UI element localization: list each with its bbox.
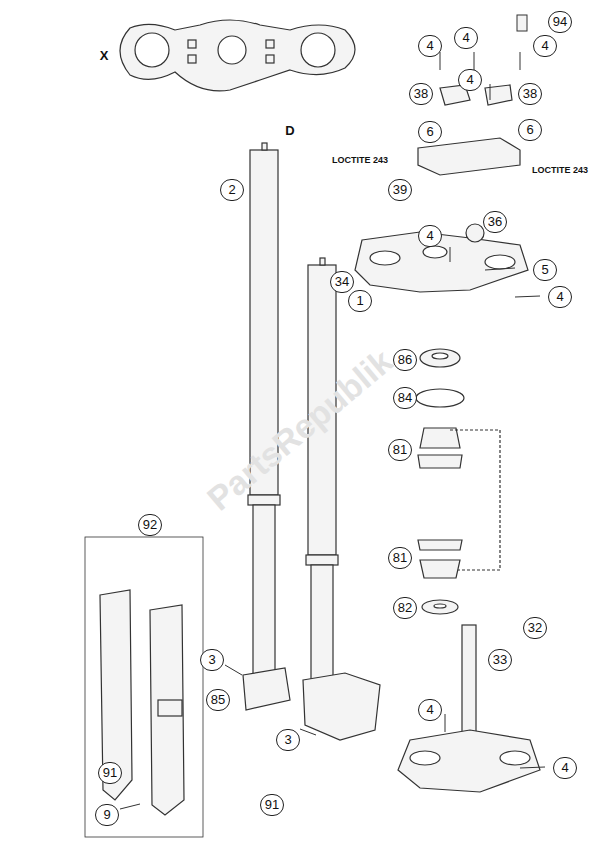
callout-number: 91 [98, 762, 122, 784]
annotation: X [98, 48, 111, 63]
callout-number: 94 [548, 11, 572, 33]
callout-number: 6 [518, 119, 542, 141]
callout-number: 4 [533, 35, 557, 57]
callout-number: 6 [418, 121, 442, 143]
callout-number: 82 [393, 597, 417, 619]
callout-number: 1 [348, 290, 372, 312]
callout-number: 4 [454, 27, 478, 49]
callout-number: 38 [518, 83, 542, 105]
callout-number: 92 [138, 514, 162, 536]
callout-number: 5 [533, 259, 557, 281]
callout-number: 32 [523, 617, 547, 639]
callout-number: 3 [200, 649, 224, 671]
callout-number: 3 [276, 729, 300, 751]
callout-number: 84 [393, 387, 417, 409]
callout-number: 85 [206, 689, 230, 711]
annotation: LOCTITE 243 [330, 155, 390, 165]
callout-number: 4 [553, 757, 577, 779]
callout-number: 33 [488, 649, 512, 671]
callout-number: 36 [483, 211, 507, 233]
callout-number: 39 [388, 179, 412, 201]
callout-number: 4 [458, 69, 482, 91]
callout-number: 9 [95, 804, 119, 826]
callout-number: 4 [418, 699, 442, 721]
callout-number: 4 [418, 225, 442, 247]
watermark: PartsRepublik [200, 342, 400, 519]
callout-number: 34 [330, 271, 354, 293]
callout-number: 81 [388, 547, 412, 569]
callout-number: 4 [418, 35, 442, 57]
annotation: D [283, 123, 296, 138]
callout-number: 81 [388, 439, 412, 461]
callout-number: 2 [220, 179, 244, 201]
callout-number: 38 [409, 83, 433, 105]
annotation: LOCTITE 243 [530, 165, 590, 175]
callout-number: 91 [260, 794, 284, 816]
callout-number: 4 [548, 286, 572, 308]
